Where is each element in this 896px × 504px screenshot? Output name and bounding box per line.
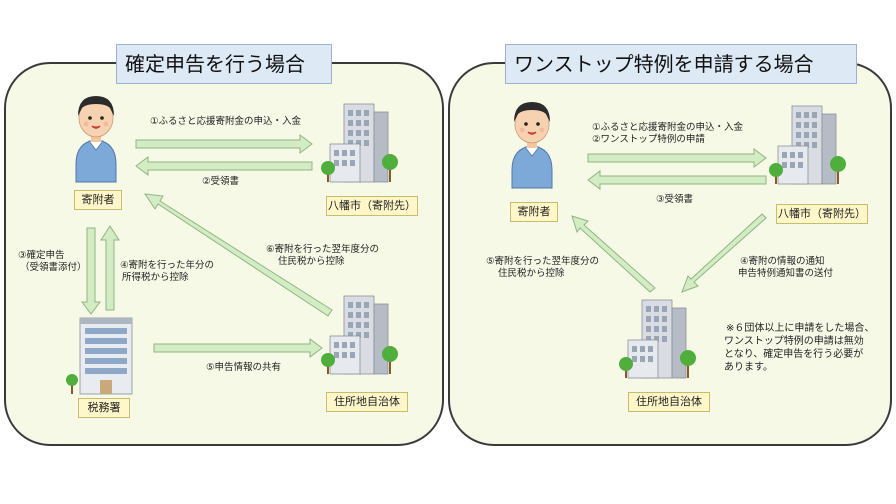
right-arrow-3 [587, 170, 767, 190]
left-panel-title: 確定申告を行う場合 [116, 44, 332, 84]
left-step-4-line2: 所得税から控除 [122, 272, 189, 283]
right-municipality-building-icon [618, 299, 697, 379]
right-step-1-line2: ②ワンストップ特例の申請 [592, 134, 705, 145]
right-step-5-line1: ⑤寄附を行った翌年度分の [486, 256, 600, 267]
left-step-3-line1: ③確定申告 [18, 250, 65, 261]
right-donor-label: 寄附者 [510, 202, 558, 222]
right-note-line4: あります。 [724, 362, 773, 373]
right-panel-title: ワンストップ特例を申請する場合 [505, 44, 857, 84]
right-step-1-line1: ①ふるさと応援寄附金の申込・入金 [592, 122, 744, 133]
right-donor-person-icon [511, 101, 553, 189]
right-municipality-label: 住所地自治体 [628, 392, 710, 412]
left-arrow-3 [81, 227, 101, 315]
right-arrow-4 [681, 213, 767, 293]
right-step-4-line1: ④寄附の情報の通知 [740, 256, 825, 267]
left-donor-label: 寄附者 [74, 190, 122, 210]
left-step-6-line2: 住民税から控除 [278, 256, 345, 267]
city-building-icon [320, 103, 399, 183]
right-step-4-line2: 申告特例通知書の送付 [738, 268, 834, 279]
left-municipality-label: 住所地自治体 [326, 392, 408, 412]
right-step-5-line2: 住民税から控除 [498, 268, 565, 279]
left-arrow-4 [100, 225, 120, 311]
donor-person-icon [75, 95, 117, 183]
left-step-3-line2: （受領書添付） [20, 262, 87, 273]
left-arrow-1 [135, 134, 313, 154]
left-arrow-5 [153, 338, 323, 358]
left-step-1: ①ふるさと応援寄附金の申込・入金 [150, 116, 302, 127]
tax-office-icon [65, 317, 133, 395]
right-note-line2: ワンストップ特例の申請は無効 [724, 336, 864, 347]
left-city-label: 八幡市（寄附先） [326, 196, 418, 216]
left-arrow-6 [143, 193, 333, 317]
right-arrow-1 [587, 148, 767, 168]
right-note-line1: ※６団体以上に申請をした場合、 [726, 323, 875, 334]
right-city-building-icon [768, 105, 847, 185]
right-city-label: 八幡市（寄附先） [776, 204, 868, 224]
right-step-3: ③受領書 [656, 194, 694, 205]
right-arrow-5 [571, 215, 656, 293]
left-tax-office-label: 税務署 [78, 398, 130, 418]
left-step-6-line1: ⑥寄附を行った翌年度分の [266, 244, 380, 255]
left-arrow-2 [135, 156, 313, 176]
left-step-2: ②受領書 [202, 176, 240, 187]
left-step-4-line1: ④寄附を行った年分の [120, 260, 215, 271]
right-note-line3: となり、確定申告を行う必要が [724, 349, 864, 360]
left-step-5: ⑤申告情報の共有 [206, 362, 282, 373]
municipality-building-icon [320, 295, 399, 375]
